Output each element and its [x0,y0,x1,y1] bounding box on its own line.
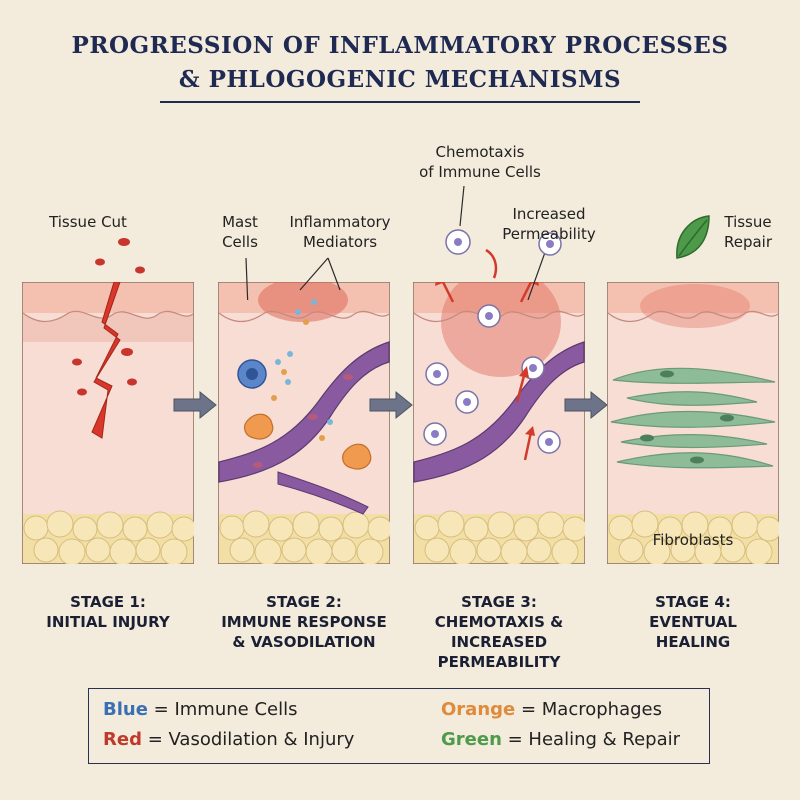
legend-item-macrophages: Orange = Macrophages [441,699,662,720]
legend-item-immune: Blue = Immune Cells [103,699,298,720]
arrow-icon [564,390,608,420]
legend-box: Blue = Immune Cells Orange = Macrophages… [88,688,710,764]
stage-2-label: STAGE 2:IMMUNE RESPONSE& VASODILATION [221,593,387,651]
stage-3-panel [413,282,585,564]
title-line-1: PROGRESSION OF INFLAMMATORY PROCESSES [71,32,729,59]
stage-1-label: STAGE 1:INITIAL INJURY [46,593,170,631]
arrow-icon [173,390,217,420]
leaf-icon [676,215,710,259]
fibroblasts-label: Fibroblasts [652,531,734,549]
legend-key: Orange [441,699,516,720]
macrophage-icon [244,413,372,470]
legend-key: Red [103,729,142,750]
wound-icon [91,282,121,439]
stage-4-panel [607,282,779,564]
legend-key: Blue [103,699,148,720]
title-underline [160,101,640,103]
legend-key: Green [441,729,502,750]
stage-1-panel [22,282,194,564]
mast-cell-icon [237,359,267,389]
legend-item-vasodilation: Red = Vasodilation & Injury [103,729,355,750]
tissue-cut-label: Tissue Cut [49,213,127,231]
title-line-2: & PHLOGOGENIC MECHANISMS [178,66,622,93]
annotation-leaders [95,185,562,300]
fibroblast-icon [610,367,776,469]
legend-item-healing: Green = Healing & Repair [441,729,681,750]
stage-2-panel [218,282,390,564]
arrow-icon [369,390,413,420]
blood-vessel [413,341,585,483]
